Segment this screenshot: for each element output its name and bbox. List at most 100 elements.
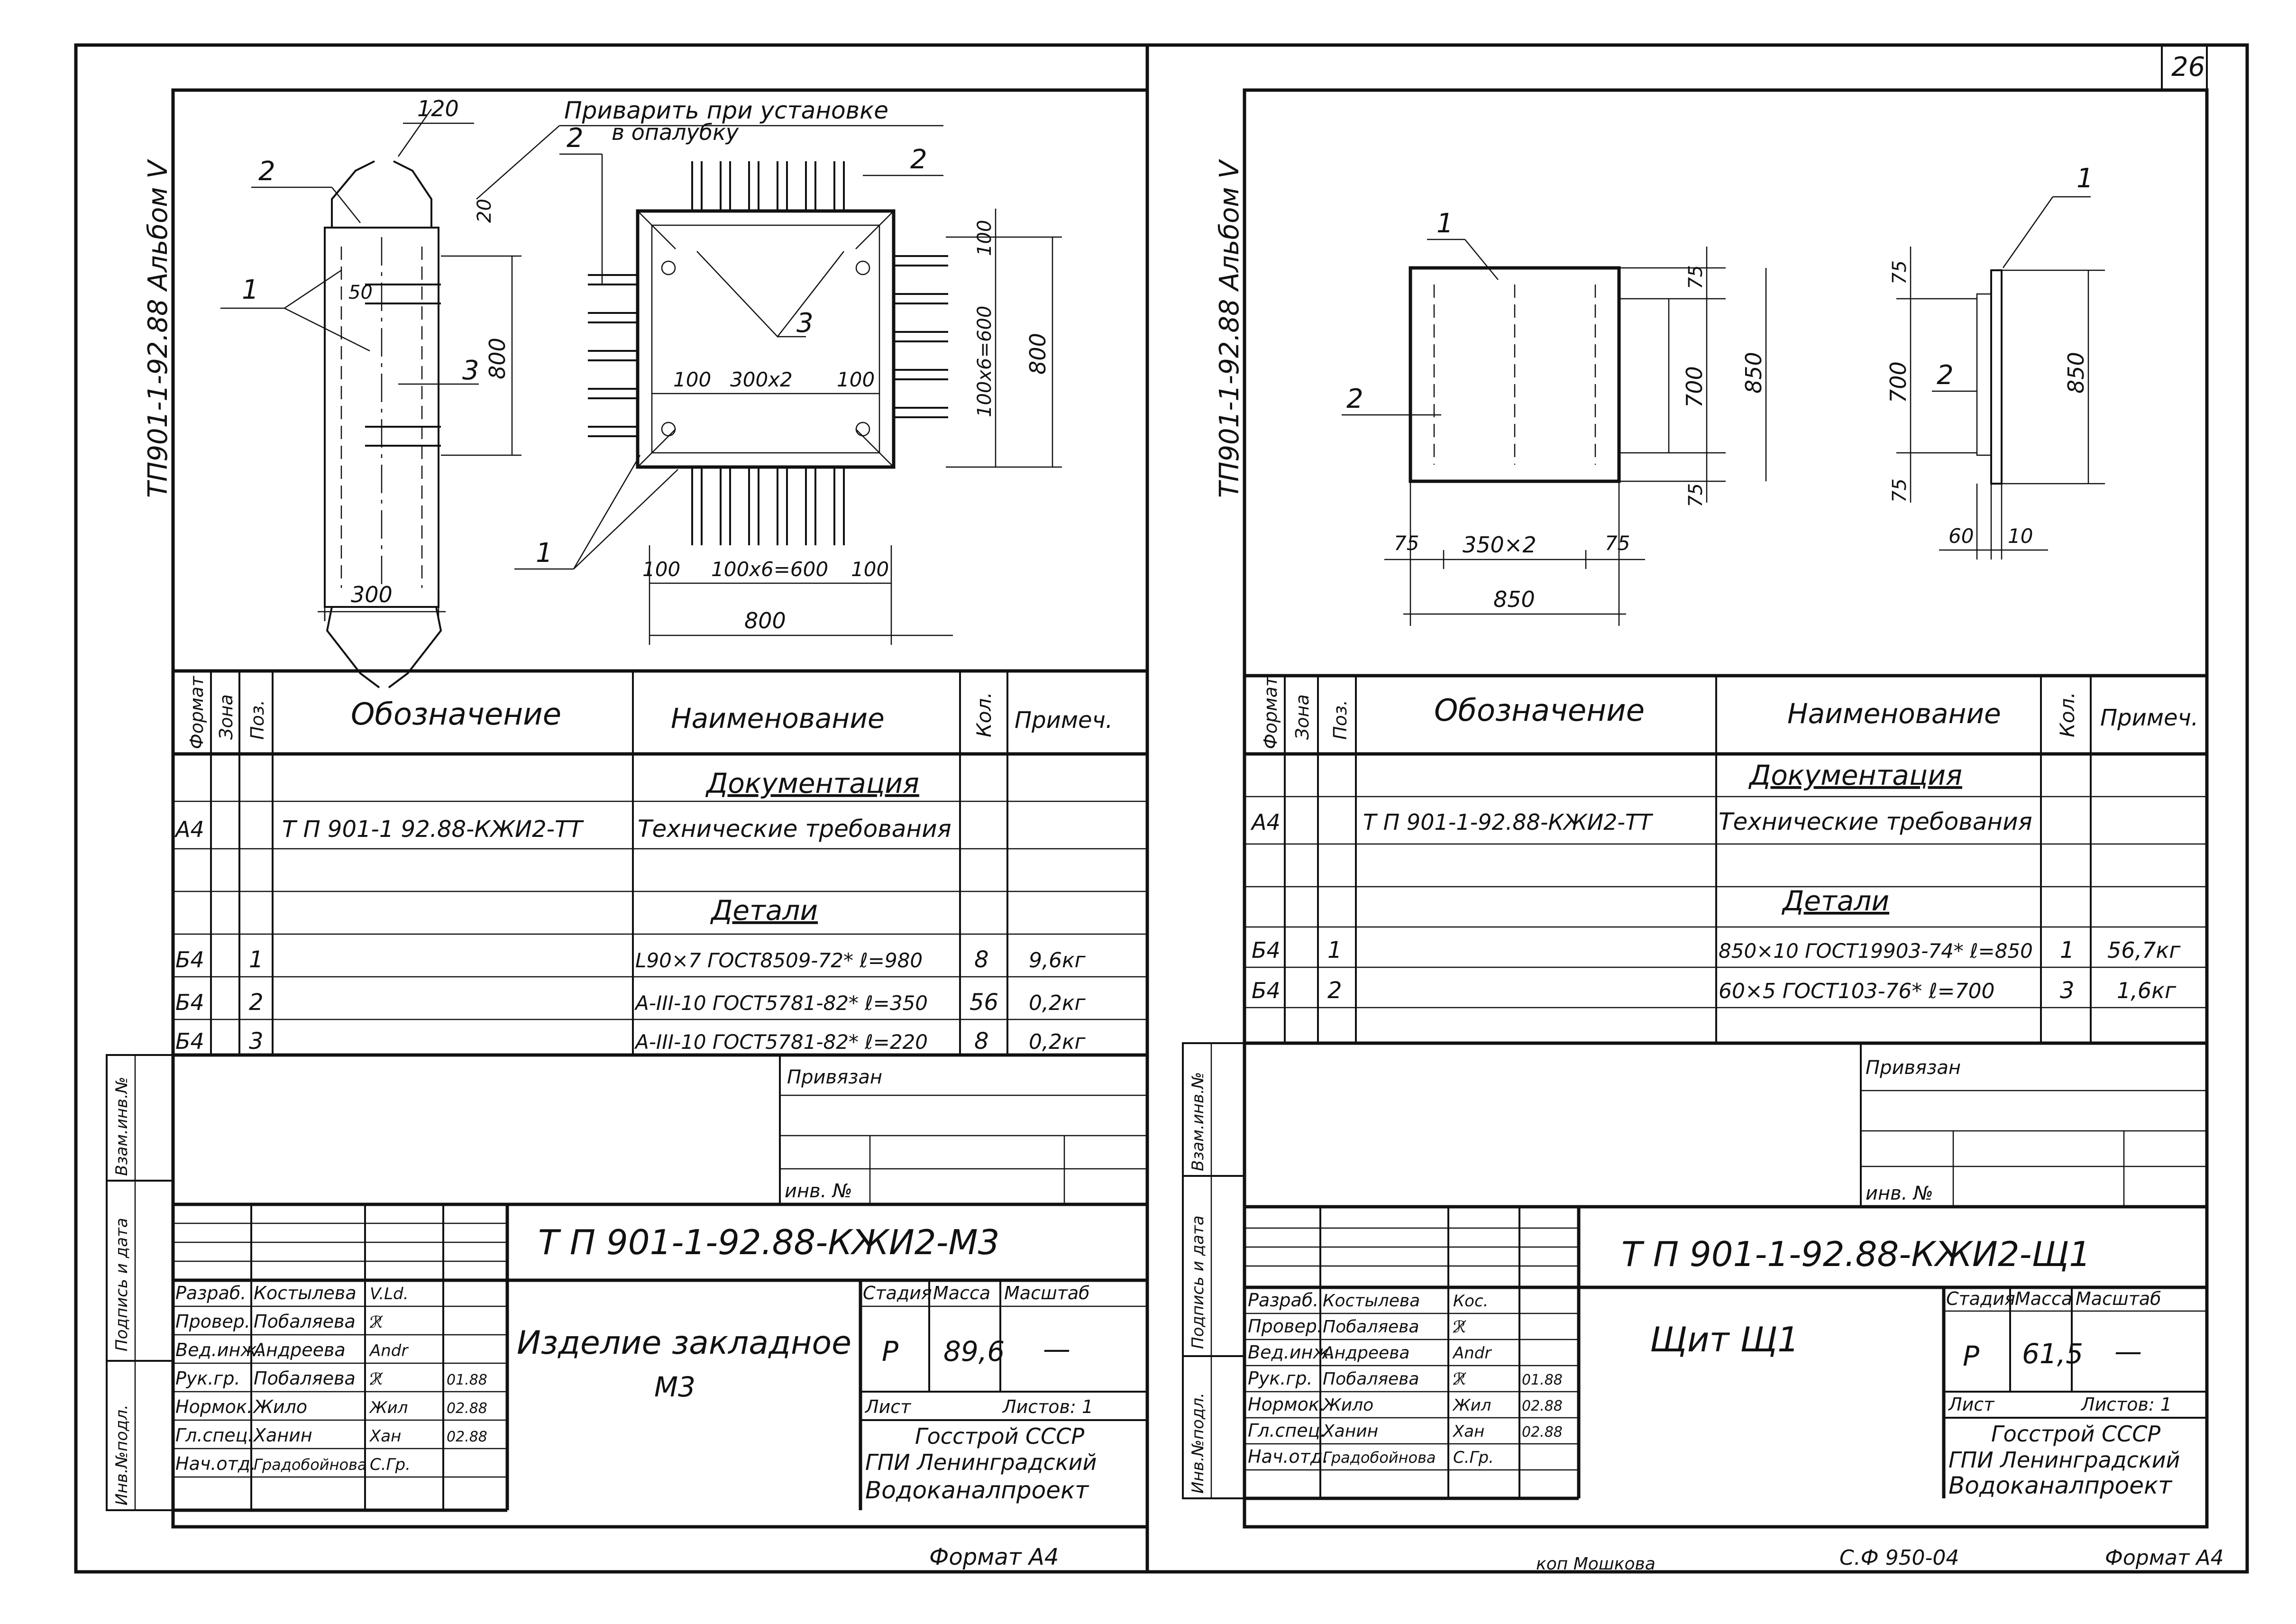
spec-row-pos: 1: [1327, 937, 1342, 963]
role-name: Ханин: [253, 1425, 312, 1446]
right-callout-2a: 2: [1346, 384, 1363, 414]
right-sheet: 26 ТП901-1-92.88 Альбом V 75 700 850 75: [1145, 43, 2249, 1574]
role-date: 02.88: [1522, 1398, 1563, 1414]
callout-2c: 2: [910, 144, 927, 175]
spec-row: Б4 1 850×10 ГОСТ19903-74* ℓ=850 1 56,7кг: [1252, 937, 2181, 963]
role-name: Побаляева: [1323, 1317, 1419, 1337]
role-label: Разраб.: [175, 1283, 246, 1303]
role-name: Жило: [253, 1396, 307, 1417]
dim-300x2: 300x2: [730, 368, 793, 391]
spec-row-qty: 8: [974, 946, 989, 973]
page-number: 26: [2171, 52, 2205, 83]
right-side-invpodl: Инв.№подл.: [1189, 1393, 1207, 1494]
right-dim-700b: 700: [1885, 361, 1911, 403]
left-title-block: [173, 1202, 1147, 1512]
right-inner-frame: [1243, 88, 2209, 1529]
left-side-invpodl: Инв.№подл.: [112, 1404, 131, 1505]
role-sign: Жил: [369, 1398, 408, 1417]
role-sign: Кос.: [1453, 1292, 1488, 1311]
role-label: Нач.отд.: [175, 1453, 256, 1474]
right-dim-850a: 850: [1741, 352, 1766, 394]
right-copied-by: коп Мошкова: [1536, 1554, 1656, 1574]
left-product-name-1: Изделие закладное: [517, 1324, 851, 1362]
dim-100b: 100: [837, 368, 875, 391]
dim-120: 120: [417, 96, 459, 121]
dim-800-h: 800: [744, 608, 786, 633]
dim-100x6-v: 100x6=600: [974, 306, 996, 417]
right-callout-1b: 1: [2076, 163, 2094, 194]
right-side-strip: [1182, 1042, 1245, 1499]
callout-1b: 1: [536, 538, 553, 569]
spec-hdr-designation: Обозначение: [351, 697, 561, 732]
right-org-3: Водоканалпроект: [1948, 1472, 2173, 1499]
role-sign: ℛ̸: [369, 1313, 383, 1332]
spec-row: Б4 2 60×5 ГОСТ103-76* ℓ=700 3 1,6кг: [1252, 977, 2177, 1004]
right-callout-2b: 2: [1937, 360, 1954, 391]
right-dim-75f: 75: [1889, 478, 1911, 503]
role-label: Провер.: [175, 1311, 250, 1332]
left-album-label: ТП901-1-92.88 Альбом V: [143, 159, 174, 498]
left-org-1: Госстрой СССР: [915, 1423, 1084, 1449]
spec-row-qty: 56: [970, 989, 998, 1016]
spec-hdr-pos: Поз.: [247, 700, 268, 740]
role-sign: Andr: [1452, 1344, 1492, 1363]
spec-row-note: 56,7кг: [2107, 937, 2181, 963]
role-sign: ℛ̸: [1453, 1318, 1466, 1337]
right-sheet-label: Лист: [1948, 1394, 1995, 1415]
right-spec-hdr-note: Примеч.: [2100, 705, 2198, 731]
right-spec-table: [1244, 674, 2207, 1045]
role-name: Жило: [1322, 1395, 1373, 1415]
right-outer-frame: [1145, 43, 2249, 1574]
right-spec-section-parts: Детали: [1781, 885, 1889, 917]
spec-row-qty: 1: [2060, 937, 2075, 963]
right-stage: Р: [1963, 1340, 1979, 1372]
spec-row-qty: 8: [974, 1028, 989, 1055]
right-spec-doc-name: Технические требования: [1719, 808, 2032, 835]
left-scale-label: Масштаб: [1004, 1283, 1090, 1303]
right-dim-700a: 700: [1682, 366, 1707, 408]
dim-100c: 100: [974, 220, 996, 256]
spec-row-name: А-III-10 ГОСТ5781-82* ℓ=350: [634, 991, 928, 1015]
role-name: Ханин: [1322, 1422, 1378, 1441]
role-sign: С.Гр.: [1453, 1448, 1494, 1467]
left-format-label: Формат А4: [929, 1544, 1059, 1570]
role-label: Нормок.: [175, 1396, 253, 1417]
right-mass-label: Масса: [2015, 1288, 2072, 1309]
spec-row-note: 0,2кг: [1029, 991, 1086, 1015]
role-name: Градобойнова: [1323, 1449, 1436, 1467]
left-org-2: ГПИ Ленинградский: [865, 1450, 1097, 1475]
spec-row-format: Б4: [175, 947, 204, 973]
right-spec-hdr-format: Формат: [1260, 675, 1281, 749]
right-dim-850h: 850: [1493, 587, 1535, 612]
role-sign: Хан: [369, 1427, 401, 1446]
role-label: Рук.гр.: [175, 1368, 240, 1389]
spec-row-format: Б4: [175, 1028, 204, 1054]
right-org-1: Госстрой СССР: [1991, 1421, 2160, 1447]
right-sheets-label: Листов: 1: [2080, 1394, 2172, 1415]
callout-3a: 3: [462, 355, 479, 386]
right-callout-1a: 1: [1436, 208, 1454, 239]
right-doc-code: Т П 901-1-92.88-КЖИ2-Щ1: [1621, 1234, 2091, 1274]
role-sign: ℛ̸: [369, 1370, 383, 1389]
dim-20: 20: [474, 199, 495, 223]
left-privyazan-block: [779, 1055, 1147, 1204]
role-label: Гл.спец.: [175, 1425, 254, 1446]
right-privyazan-block: [1860, 1043, 2207, 1207]
spec-row-pos: 3: [249, 1028, 264, 1055]
right-dim-75b: 75: [1685, 483, 1707, 507]
right-spec-hdr-zone: Зона: [1292, 694, 1313, 740]
callout-2b: 2: [567, 123, 584, 154]
right-dim-75d: 75: [1605, 532, 1630, 555]
spec-row-name: 60×5 ГОСТ103-76* ℓ=700: [1719, 979, 1994, 1003]
spec-doc-designation: Т П 901-1 92.88-КЖИ2-ТТ: [282, 816, 584, 843]
right-privyazan: Привязан: [1866, 1057, 1961, 1079]
page-number-box: [2161, 44, 2208, 91]
right-scale: —: [2114, 1335, 2142, 1367]
right-title-block: [1244, 1205, 2207, 1500]
weld-note-line2: в опалубку: [612, 119, 739, 145]
spec-row: Б4 1 L90×7 ГОСТ8509-72* ℓ=980 8 9,6кг: [175, 946, 1086, 973]
spec-hdr-qty: Кол.: [972, 692, 996, 737]
right-side-view: 75 700 850 75 60 10 1 2: [1885, 163, 2105, 560]
role-name: Градобойнова: [254, 1456, 367, 1474]
